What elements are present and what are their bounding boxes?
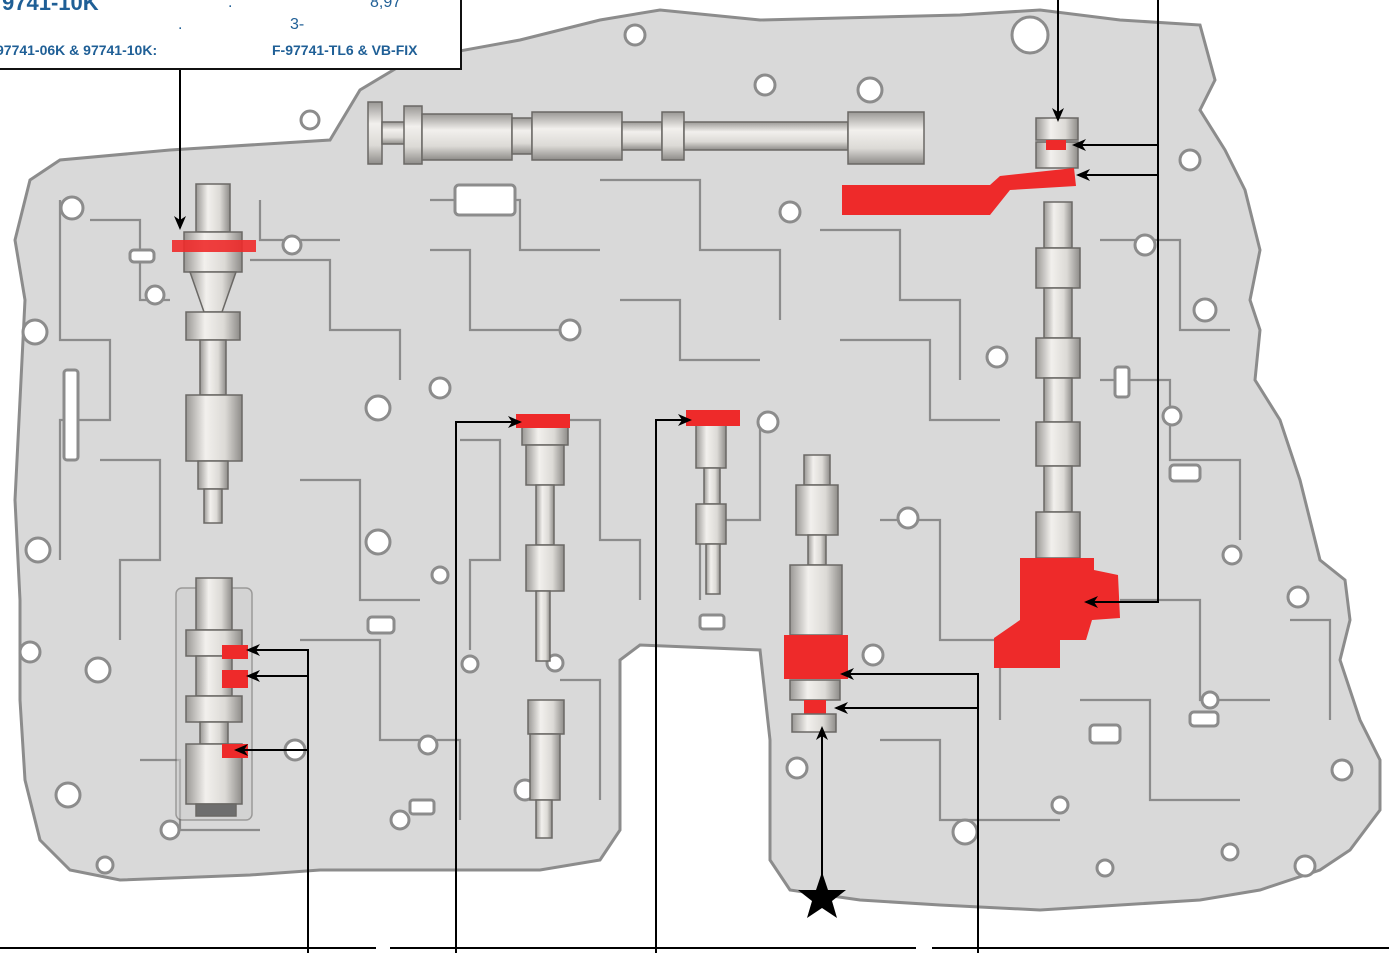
left-vertical-valve [172,183,256,524]
caption-value-fragment-1: . [228,0,233,11]
caption-box: 9741-10K . 8,97 . 3- 97741-06K & 97741-1… [0,0,462,70]
star-marker-icon [798,872,846,918]
right-vertical-valve [842,117,1120,668]
center-valve-a [516,414,570,839]
slots [62,183,1220,816]
caption-label-right: F-97741-TL6 & VB-FIX [272,42,418,58]
caption-value-fragment-2: 8,97 [370,0,402,11]
caption-label-left: 97741-06K & 97741-10K: [0,42,158,58]
bottom-left-valve [175,577,253,821]
top-horizontal-valve [367,101,925,165]
center-valve-b [686,410,740,595]
caption-value-fragment-3: . [178,16,183,33]
bolt-holes [18,15,1354,878]
caption-title-fragment: 9741-10K [2,0,99,15]
caption-value-fragment-4: 3- [290,16,305,33]
